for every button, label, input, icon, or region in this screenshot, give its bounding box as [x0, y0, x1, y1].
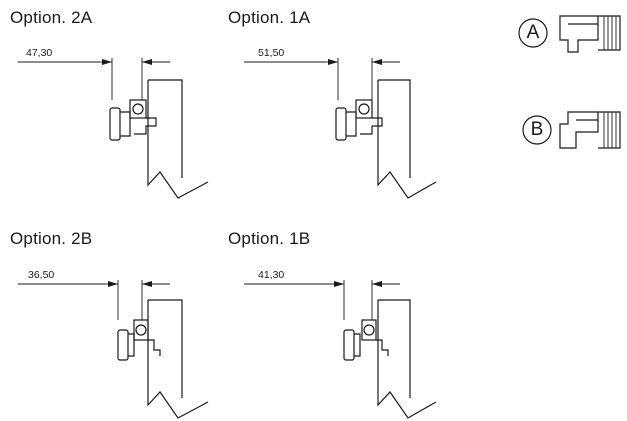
knob: [109, 107, 121, 141]
legend-b-label: B: [530, 119, 544, 140]
legend-a-circle: [518, 18, 548, 48]
break-line: [377, 80, 437, 199]
knob-neck: [354, 333, 361, 357]
hinge-block: [129, 99, 147, 119]
legend-b-circle: [522, 115, 552, 145]
hinge-pin: [132, 103, 144, 115]
clip: [360, 117, 383, 135]
dimension-value-1b: 41,30: [258, 269, 285, 281]
diagram-option-2a: [18, 58, 209, 199]
diagram-option-1b: [244, 280, 437, 419]
dimension-value-1a: 51,50: [258, 47, 285, 59]
diagram-option-1a: [244, 58, 437, 199]
panel-outline: [148, 299, 183, 398]
knob: [117, 329, 129, 361]
legend-a-label: A: [526, 22, 540, 43]
profile-a-icon: [559, 15, 621, 53]
title-option-1b: Option. 1B: [228, 229, 311, 248]
hinge-block: [355, 99, 373, 119]
dimension-value-2b: 36,50: [28, 269, 55, 281]
break-line: [147, 300, 209, 419]
clip: [376, 339, 389, 356]
panel-outline: [378, 79, 411, 178]
break-line: [377, 300, 437, 419]
title-option-1a: Option. 1A: [228, 8, 311, 27]
legend-b: [522, 111, 621, 149]
hinge-pin: [135, 324, 147, 336]
break-line: [147, 80, 209, 199]
diagram-option-2b: [18, 280, 209, 419]
knob-neck: [120, 111, 131, 137]
legend-a: [518, 15, 621, 53]
panel-outline: [148, 79, 183, 178]
hinge-block: [133, 319, 149, 341]
dimension-value-2a: 47,30: [26, 47, 53, 59]
hinge-pin: [363, 324, 375, 336]
title-option-2a: Option. 2A: [10, 8, 93, 27]
hinge-pin: [358, 103, 370, 115]
knob-neck: [128, 333, 135, 357]
panel-outline: [378, 299, 411, 398]
hinge-block: [361, 319, 377, 341]
knob: [335, 107, 347, 141]
profile-b-icon: [559, 111, 621, 149]
knob: [343, 329, 355, 361]
knob-neck: [346, 111, 357, 137]
clip: [134, 117, 157, 135]
clip: [148, 339, 161, 356]
title-option-2b: Option. 2B: [10, 229, 93, 248]
